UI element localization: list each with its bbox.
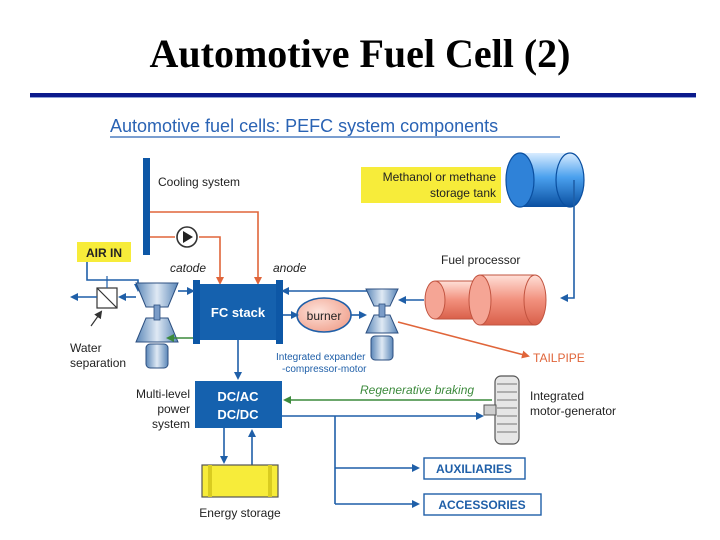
pump-to-stack-arrow (199, 236, 224, 285)
fuel-feed-arrow (560, 180, 575, 302)
energy-storage-battery (201, 464, 279, 498)
air-in-label: AIR IN (86, 246, 122, 260)
motor-icon (145, 343, 169, 369)
dcac-dcdc-box (195, 381, 282, 428)
cooling-system-label: Cooling system (158, 175, 240, 189)
motor-icon (370, 335, 394, 361)
power-system-line3: system (152, 417, 190, 431)
diagram-heading: Automotive fuel cells: PEFC system compo… (110, 116, 498, 136)
expander-label-line1: Integrated expander (276, 352, 366, 363)
fc-stack (193, 280, 283, 344)
heat-exchanger-icon (96, 287, 118, 309)
expander-label-line2: -compressor-motor (282, 364, 367, 375)
tailpipe-label: TAILPIPE (533, 351, 585, 365)
turbo-compressor-icon (365, 288, 399, 334)
power-system-line2: power (157, 402, 190, 416)
dcac-label: DC/AC (217, 389, 259, 404)
fuel-processor (424, 274, 547, 326)
pump-icon (176, 226, 198, 248)
wheel-icon (483, 375, 520, 445)
anode-label: anode (273, 261, 307, 275)
coolant-to-stack-arrow (150, 211, 262, 285)
water-separation-pointer (90, 310, 103, 327)
catode-label: catode (170, 261, 206, 275)
regenerative-braking-label: Regenerative braking (360, 383, 474, 397)
water-separation-line1: Water (70, 341, 102, 355)
auxiliaries-box (423, 457, 526, 480)
fuel-processor-label: Fuel processor (441, 253, 520, 267)
slide-title: Automotive Fuel Cell (2) (149, 31, 571, 76)
air-in-arrow (86, 262, 142, 292)
dcdc-label: DC/DC (217, 407, 259, 422)
turbo-compressor-icon (135, 282, 179, 343)
accessories-box (423, 493, 542, 516)
title-underline-shadow (30, 97, 696, 98)
title-underline (30, 93, 696, 97)
power-system-line1: Multi-level (136, 387, 190, 401)
air-in-box (77, 242, 131, 262)
motor-generator-line1: Integrated (530, 389, 584, 403)
cooling-system-bar (143, 158, 150, 255)
storage-tank (505, 152, 585, 208)
tank-label-box (361, 167, 501, 203)
fc-stack-label: FC stack (211, 305, 266, 320)
tailpipe-arrow (397, 321, 530, 359)
motor-generator-line2: motor-generator (530, 404, 616, 418)
water-separation-line2: separation (70, 356, 126, 370)
energy-storage-label: Energy storage (199, 506, 281, 520)
tank-label-line1: Methanol or methane (383, 170, 497, 184)
auxiliaries-label: AUXILIARIES (436, 462, 512, 476)
burner-label: burner (307, 309, 342, 323)
tank-label-line2: storage tank (430, 186, 497, 200)
accessories-label: ACCESSORIES (438, 498, 525, 512)
